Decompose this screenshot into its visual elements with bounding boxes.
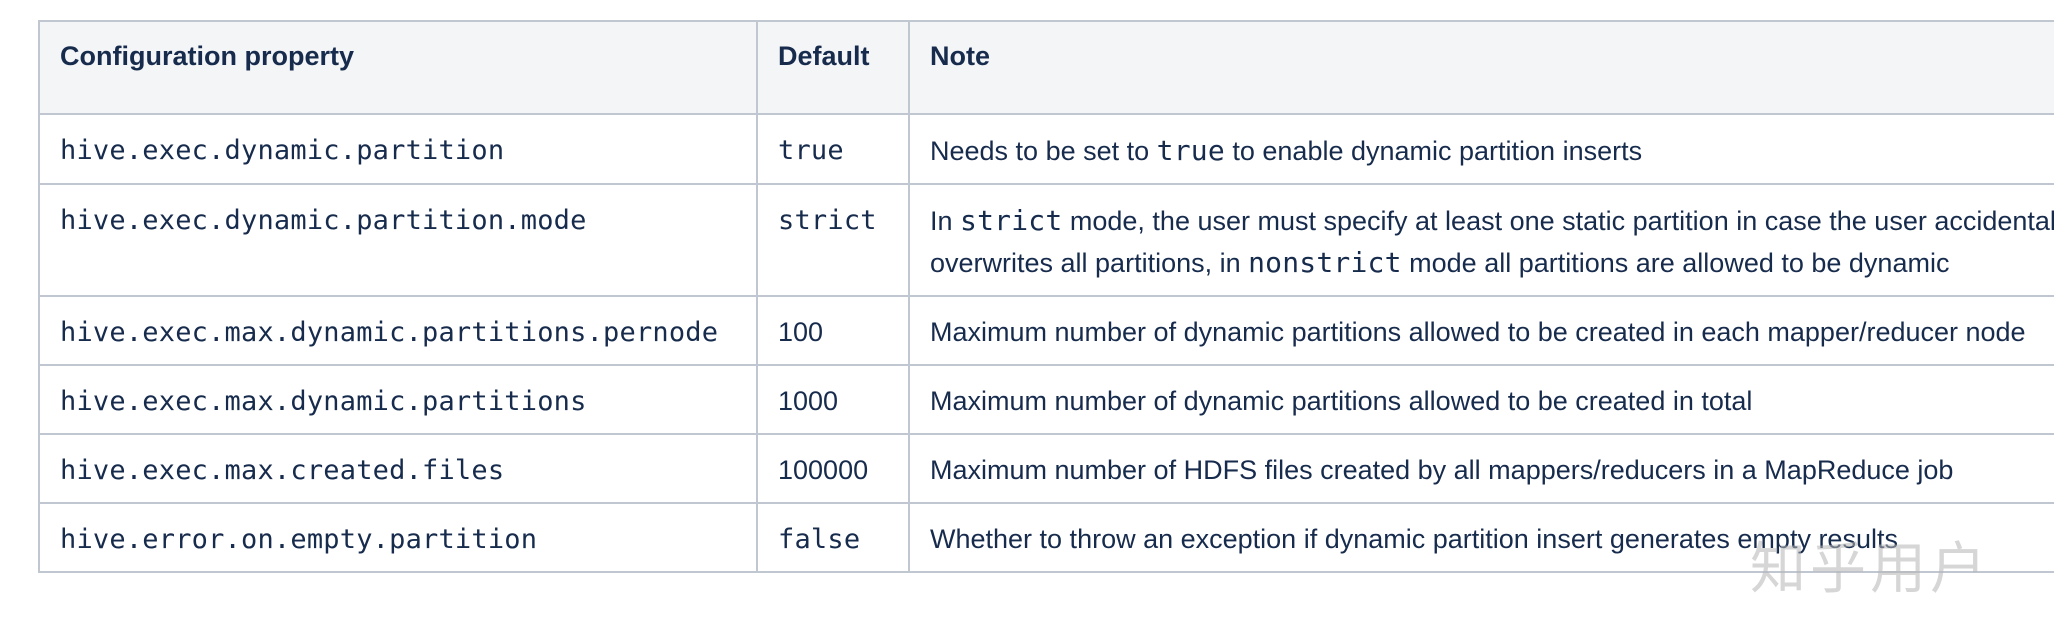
note-text: Whether to throw an exception if dynamic…: [930, 524, 1898, 554]
note-text: Maximum number of HDFS files created by …: [930, 455, 1954, 485]
note-code: nonstrict: [1248, 246, 1402, 279]
note-text: mode, the user must specify at least one…: [930, 206, 2054, 278]
header-row: Configuration property Default Note: [38, 20, 2054, 115]
config-table-wrapper: Configuration property Default Note hive…: [38, 20, 2054, 573]
property-cell: hive.exec.max.dynamic.partitions.pernode: [38, 295, 758, 366]
header-note: Note: [908, 20, 2054, 115]
property-cell: hive.error.on.empty.partition: [38, 502, 758, 573]
default-cell: 100: [756, 295, 910, 366]
note-text: to enable dynamic partition inserts: [1224, 136, 1643, 166]
property-cell: hive.exec.max.created.files: [38, 433, 758, 504]
note-code: strict: [960, 204, 1063, 237]
default-cell: 100000: [756, 433, 910, 504]
default-cell: false: [756, 502, 910, 573]
note-code: true: [1156, 134, 1225, 167]
note-text: In: [930, 206, 961, 236]
note-text: Maximum number of dynamic partitions all…: [930, 386, 1753, 416]
note-text: Needs to be set to: [930, 136, 1157, 166]
default-cell: 1000: [756, 364, 910, 435]
note-cell: Maximum number of HDFS files created by …: [908, 433, 2054, 504]
note-text: Maximum number of dynamic partitions all…: [930, 317, 2026, 347]
table-header: Configuration property Default Note: [38, 20, 2054, 115]
property-cell: hive.exec.dynamic.partition: [38, 113, 758, 185]
header-configuration-property: Configuration property: [38, 20, 758, 115]
default-cell: true: [756, 113, 910, 185]
default-cell: strict: [756, 183, 910, 297]
note-cell: In strict mode, the user must specify at…: [908, 183, 2054, 297]
property-cell: hive.exec.max.dynamic.partitions: [38, 364, 758, 435]
note-cell: Maximum number of dynamic partitions all…: [908, 364, 2054, 435]
note-text: mode all partitions are allowed to be dy…: [1401, 248, 1950, 278]
table-row: hive.exec.max.dynamic.partitions.pernode…: [38, 295, 2054, 366]
note-cell: Whether to throw an exception if dynamic…: [908, 502, 2054, 573]
note-cell: Maximum number of dynamic partitions all…: [908, 295, 2054, 366]
config-table: Configuration property Default Note hive…: [38, 20, 2054, 573]
property-cell: hive.exec.dynamic.partition.mode: [38, 183, 758, 297]
note-cell: Needs to be set to true to enable dynami…: [908, 113, 2054, 185]
header-default: Default: [756, 20, 910, 115]
